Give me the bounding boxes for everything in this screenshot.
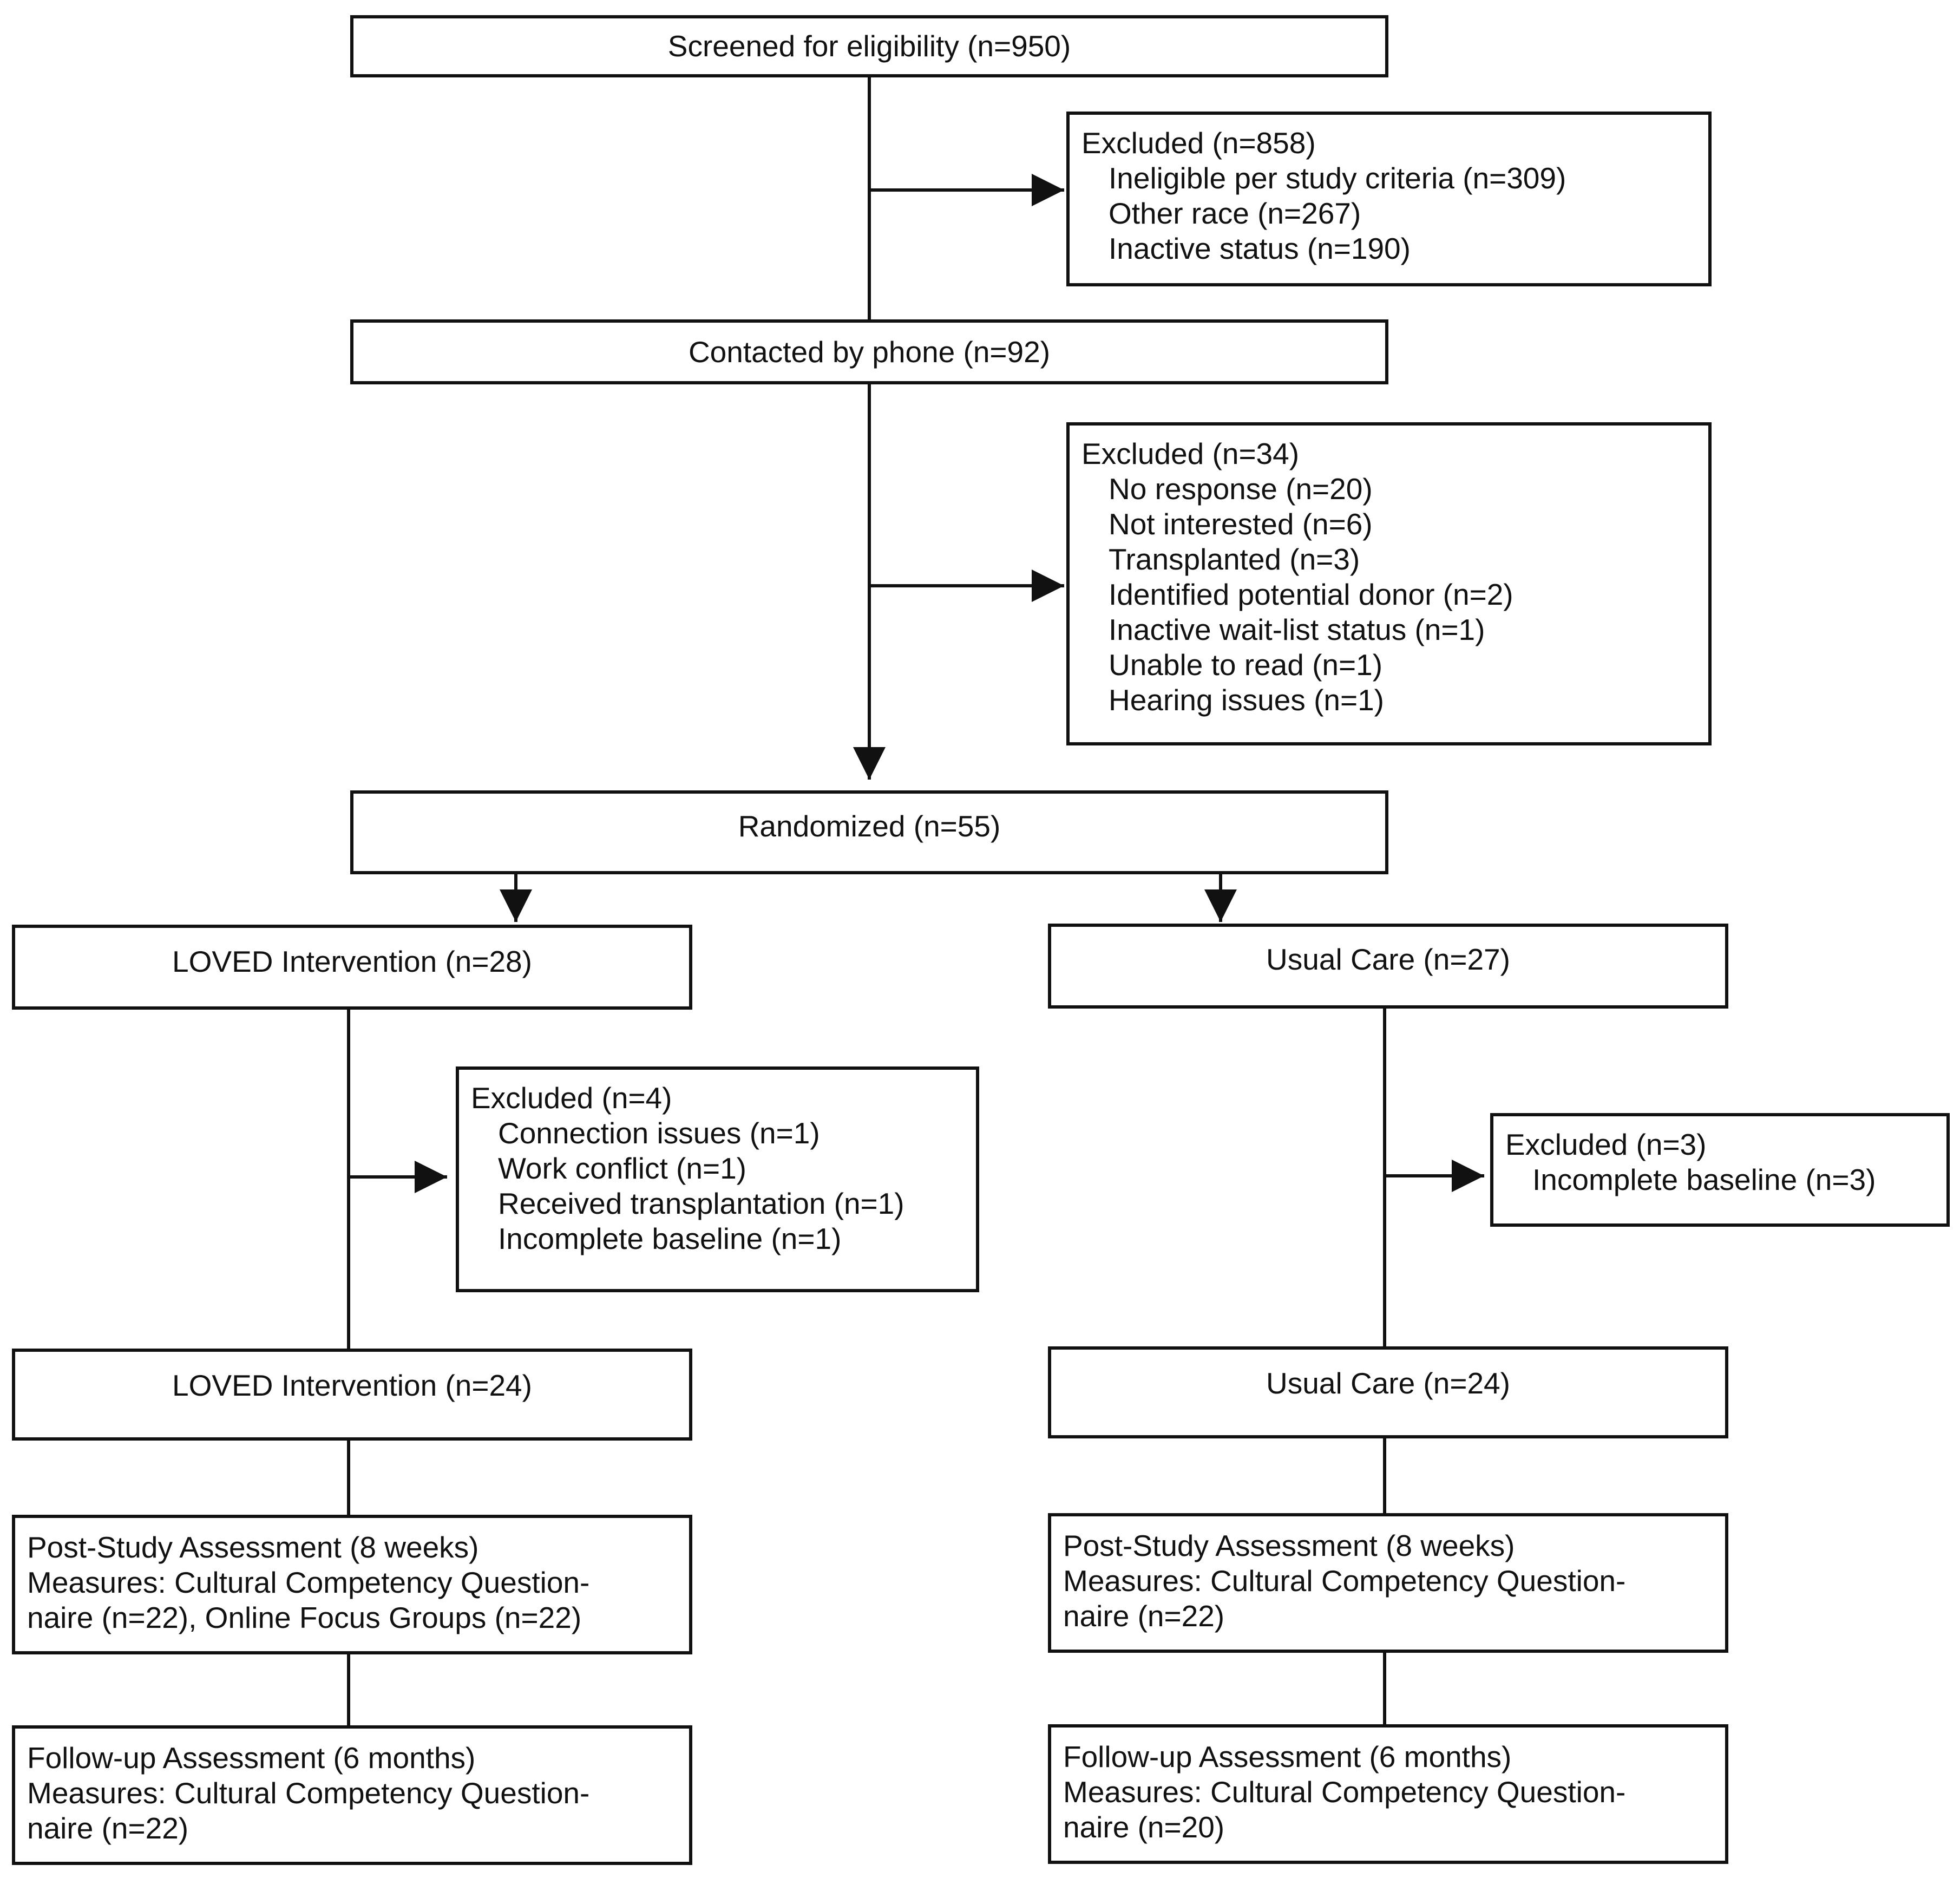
excluded-title: Excluded (n=34) [1081, 437, 1300, 470]
followup-measures: Measures: Cultural Competency Question- [1063, 1775, 1626, 1809]
right-allocated-label: Usual Care (n=27) [1266, 943, 1510, 976]
screened-label: Screened for eligibility (n=950) [667, 29, 1071, 63]
post-assessment-measures-cont: naire (n=22), Online Focus Groups (n=22) [27, 1601, 582, 1634]
contacted-box: Contacted by phone (n=92) [350, 319, 1388, 384]
excluded-box-2: Excluded (n=34) No response (n=20) Not i… [1066, 422, 1712, 745]
left-allocated-box: LOVED Intervention (n=28) [12, 925, 692, 1010]
left-followup-box: Follow-up Assessment (6 months) Measures… [12, 1725, 692, 1865]
followup-measures-cont: naire (n=20) [1063, 1810, 1225, 1844]
excluded-title: Excluded (n=3) [1505, 1128, 1707, 1161]
excluded-item: Inactive wait-list status (n=1) [1109, 613, 1485, 646]
post-assessment-title: Post-Study Assessment (8 weeks) [27, 1530, 479, 1564]
followup-title: Follow-up Assessment (6 months) [1063, 1740, 1512, 1774]
excluded-item: Received transplantation (n=1) [498, 1187, 904, 1220]
post-assessment-measures-cont: naire (n=22) [1063, 1599, 1225, 1633]
right-analyzed-label: Usual Care (n=24) [1266, 1366, 1510, 1400]
post-assessment-measures: Measures: Cultural Competency Question- [1063, 1564, 1626, 1598]
post-assessment-title: Post-Study Assessment (8 weeks) [1063, 1529, 1515, 1562]
post-assessment-measures: Measures: Cultural Competency Question- [27, 1566, 590, 1599]
excluded-item: Ineligible per study criteria (n=309) [1109, 161, 1566, 195]
excluded-item: Identified potential donor (n=2) [1109, 578, 1513, 611]
left-post-assessment-box: Post-Study Assessment (8 weeks) Measures… [12, 1515, 692, 1654]
right-followup-box: Follow-up Assessment (6 months) Measures… [1048, 1724, 1728, 1864]
excluded-item: Not interested (n=6) [1109, 507, 1373, 541]
screened-box: Screened for eligibility (n=950) [350, 15, 1388, 77]
excluded-item: Inactive status (n=190) [1109, 232, 1411, 265]
excluded-item: Unable to read (n=1) [1109, 648, 1383, 682]
followup-title: Follow-up Assessment (6 months) [27, 1741, 476, 1775]
excluded-item: Hearing issues (n=1) [1109, 683, 1384, 717]
randomized-box: Randomized (n=55) [350, 790, 1388, 874]
excluded-item: Other race (n=267) [1109, 197, 1361, 230]
excluded-title: Excluded (n=4) [471, 1081, 672, 1115]
contacted-label: Contacted by phone (n=92) [688, 335, 1051, 369]
randomized-label: Randomized (n=55) [738, 809, 1001, 843]
excluded-item: Transplanted (n=3) [1109, 542, 1360, 576]
right-allocated-box: Usual Care (n=27) [1048, 924, 1728, 1009]
left-excluded-box: Excluded (n=4) Connection issues (n=1) W… [456, 1066, 979, 1292]
left-allocated-label: LOVED Intervention (n=28) [172, 945, 532, 978]
followup-measures-cont: naire (n=22) [27, 1811, 189, 1845]
left-analyzed-box: LOVED Intervention (n=24) [12, 1349, 692, 1441]
excluded-item: Incomplete baseline (n=1) [498, 1222, 842, 1255]
excluded-item: Incomplete baseline (n=3) [1532, 1163, 1876, 1196]
right-excluded-box: Excluded (n=3) Incomplete baseline (n=3) [1490, 1113, 1950, 1227]
excluded-item: Work conflict (n=1) [498, 1151, 746, 1185]
excluded-item: Connection issues (n=1) [498, 1116, 820, 1150]
excluded-box-1: Excluded (n=858) Ineligible per study cr… [1066, 112, 1712, 286]
excluded-title: Excluded (n=858) [1081, 126, 1316, 160]
left-analyzed-label: LOVED Intervention (n=24) [172, 1369, 532, 1402]
followup-measures: Measures: Cultural Competency Question- [27, 1776, 590, 1810]
excluded-item: No response (n=20) [1109, 472, 1373, 506]
right-post-assessment-box: Post-Study Assessment (8 weeks) Measures… [1048, 1513, 1728, 1653]
right-analyzed-box: Usual Care (n=24) [1048, 1346, 1728, 1438]
